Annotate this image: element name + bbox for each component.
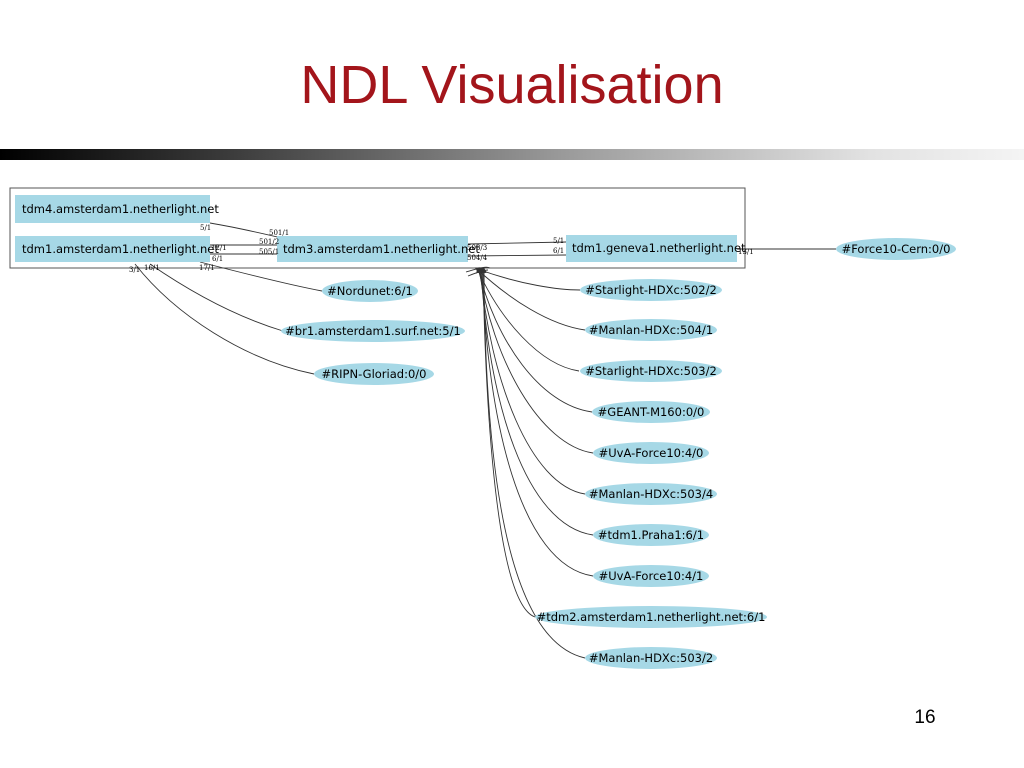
port-label: 6/1 [553,247,564,255]
endpoint-ripn-label: #RIPN-Gloriad:0/0 [322,367,427,381]
endpoint-praha[interactable] [593,524,709,546]
edge-tdm3-starlight5022 [474,267,581,291]
endpoint-tdm2[interactable] [535,606,767,628]
port-label: 504/4 [467,254,488,262]
endpoint-starlight5022-label: #Starlight-HDXc:502/2 [585,283,717,297]
port-label: 6/1 [212,255,223,263]
endpoint-manlan5032[interactable] [585,647,717,669]
port-label: 17/1 [199,264,215,272]
device-tdm1gen-box[interactable] [566,235,737,262]
endpoint-nordunet-label: #Nordunet:6/1 [327,284,413,298]
port-label: 12/1 [211,244,227,252]
edge-tdm3-manlan5041 [475,267,586,331]
endpoint-nordunet[interactable] [322,280,418,302]
edge-tdm3-geant [476,267,593,413]
port-labels: 5/1 501/1 501/2 505/1 12/1 6/1 17/1 3/1 … [129,224,754,274]
edge-tdm3-praha [478,267,594,536]
edges [134,222,836,659]
edge-hub-bundle-2 [467,269,489,277]
endpoint-manlan5041[interactable] [585,319,717,341]
endpoint-manlan5034-label: #Manlan-HDXc:503/4 [589,487,713,501]
device-nodes: tdm4.amsterdam1.netherlight.net tdm1.ams… [15,195,746,262]
endpoint-uva40[interactable] [593,442,709,464]
edge-tdm1ams-nordunet [199,261,323,292]
endpoint-br1-label: #br1.amsterdam1.surf.net:5/1 [285,324,461,338]
port-label: 5/1 [200,224,211,232]
title-divider [0,149,1024,160]
endpoint-ripn[interactable] [314,363,434,385]
device-tdm1ams-label: tdm1.amsterdam1.netherlight.net [22,242,219,256]
endpoint-uva41[interactable] [593,565,709,587]
endpoint-manlan5032-label: #Manlan-HDXc:503/2 [589,651,713,665]
endpoint-geant[interactable] [592,401,710,423]
cluster-frame [9,187,746,269]
device-tdm3-label: tdm3.amsterdam1.netherlight.net [283,242,480,256]
endpoint-manlan5034[interactable] [585,483,717,505]
endpoint-nodes: #Force10-Cern:0/0 #Nordunet:6/1 #br1.ams… [281,238,956,669]
endpoint-uva41-label: #UvA-Force10:4/1 [599,569,704,583]
endpoint-starlight5022[interactable] [580,279,722,301]
device-tdm3-box[interactable] [277,236,468,262]
edge-tdm3-geneva-b [467,254,567,257]
endpoint-geant-label: #GEANT-M160:0/0 [598,405,705,419]
slide-title: NDL Visualisation [300,55,724,115]
endpoint-starlight5032[interactable] [580,360,722,382]
edge-tdm3-uva41 [479,267,594,577]
endpoint-starlight5032-label: #Starlight-HDXc:503/2 [585,364,717,378]
edge-tdm1ams-br1 [149,263,284,332]
port-label: 13/1 [738,248,754,256]
port-label: 16/1 [144,264,160,272]
port-label: 5/1 [553,237,564,245]
port-label: 501/2 [259,238,279,246]
endpoint-uva40-label: #UvA-Force10:4/0 [599,446,704,460]
endpoint-force10cern-label: #Force10-Cern:0/0 [842,242,951,256]
endpoint-manlan5041-label: #Manlan-HDXc:504/1 [589,323,713,337]
device-tdm1ams-box[interactable] [15,236,210,262]
edge-tdm3-geneva-a [467,241,567,245]
page-number: 16 [914,707,936,728]
edge-tdm3-manlan5032 [481,267,586,659]
endpoint-force10cern[interactable] [836,238,956,260]
port-label: 3/1 [129,266,140,274]
endpoint-tdm2-label: #tdm2.amsterdam1.netherlight.net:6/1 [537,610,766,624]
device-tdm1gen-label: tdm1.geneva1.netherlight.net [572,241,746,255]
device-tdm4-box[interactable] [15,195,210,223]
edge-tdm1ams-ripn [134,263,315,375]
edge-tdm3-manlan5034 [477,267,586,495]
port-label: 501/1 [269,229,289,237]
edge-tdm3-uva40 [477,267,594,454]
port-label: 503/3 [467,244,487,252]
endpoint-praha-label: #tdm1.Praha1:6/1 [598,528,704,542]
endpoint-br1[interactable] [281,320,465,342]
port-label: 505/1 [259,248,279,256]
edge-hub-bundle-1 [465,266,491,273]
edge-tdm3-starlight5032 [476,267,580,372]
device-tdm4-label: tdm4.amsterdam1.netherlight.net [22,202,219,216]
